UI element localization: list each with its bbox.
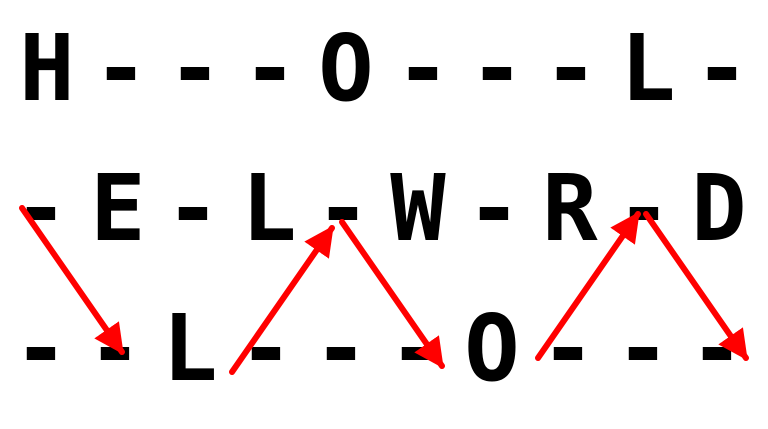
letter-grid: H - - - O - - - L - - E - L - W - R - D … bbox=[13, 15, 749, 402]
grid-cell: O bbox=[464, 295, 519, 402]
zigzag-arrows bbox=[19, 205, 749, 375]
zigzag-arrow bbox=[535, 211, 641, 361]
grid-cell: - bbox=[93, 15, 148, 122]
zigzag-arrow bbox=[229, 225, 335, 375]
grid-cell: - bbox=[315, 155, 370, 262]
grid-cell: - bbox=[615, 295, 670, 402]
grid-cell: - bbox=[616, 155, 671, 262]
grid-cell: - bbox=[543, 15, 598, 122]
grid-cell: H bbox=[19, 15, 74, 122]
grid-cell: D bbox=[691, 155, 746, 262]
grid-cell: R bbox=[542, 155, 598, 262]
grid-cell: - bbox=[165, 155, 220, 262]
grid-cell: E bbox=[90, 155, 145, 262]
grid-cell: L bbox=[620, 15, 675, 122]
grid-row-2: - E - L - W - R - D bbox=[13, 155, 746, 262]
grid-cell: O bbox=[318, 15, 373, 122]
grid-cell: - bbox=[469, 15, 524, 122]
zigzag-arrow bbox=[19, 205, 125, 355]
grid-cell: - bbox=[13, 295, 68, 402]
grid-cell: - bbox=[466, 155, 521, 262]
grid-cell: - bbox=[313, 295, 368, 402]
grid-cell: - bbox=[388, 295, 443, 402]
grid-cell: - bbox=[167, 15, 222, 122]
grid-cell: L bbox=[162, 295, 217, 402]
zigzag-arrow bbox=[339, 219, 445, 369]
grid-cell: - bbox=[395, 15, 450, 122]
zigzag-arrow bbox=[643, 211, 749, 361]
grid-row-1: H - - - O - - - L - bbox=[19, 15, 749, 122]
grid-cell: - bbox=[242, 15, 297, 122]
grid-cell: - bbox=[694, 15, 749, 122]
grid-cell: W bbox=[390, 155, 446, 262]
grid-cell: L bbox=[241, 155, 296, 262]
